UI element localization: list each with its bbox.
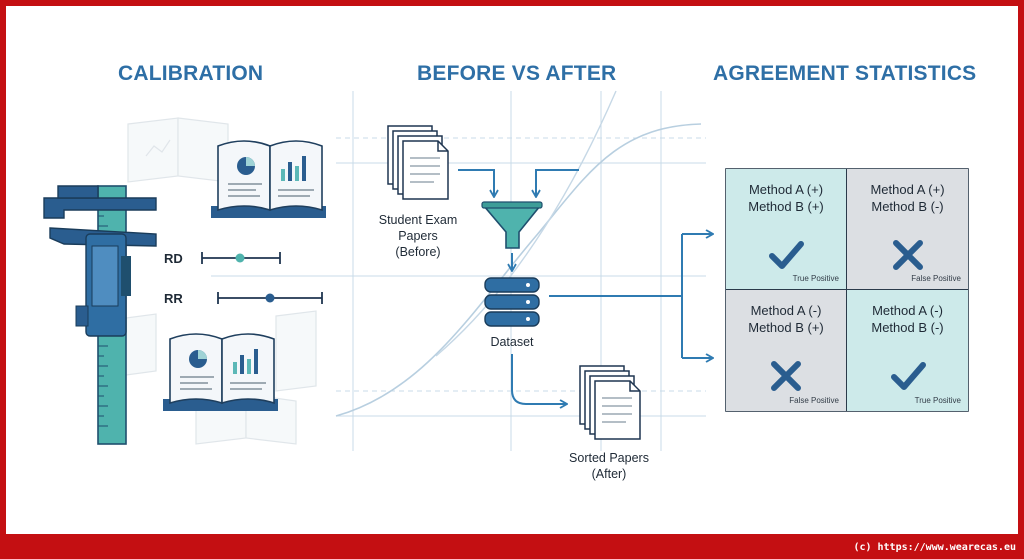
- cell-result: False Positive: [789, 396, 839, 405]
- exam-papers-label-line1: Student Exam: [378, 213, 458, 227]
- exam-papers-label-line2: Papers: [398, 229, 438, 243]
- check-icon: [769, 241, 804, 269]
- method-a-value: Method A (-): [750, 303, 822, 318]
- heading-before-vs-after: BEFORE VS AFTER: [417, 62, 617, 85]
- cell-result: True Positive: [792, 274, 839, 283]
- matrix-cell-true-positive-top: Method A (+) Method B (+) True Positive: [726, 169, 847, 290]
- book-top-icon: [211, 140, 326, 218]
- sorted-papers-label-line1: Sorted Papers: [569, 451, 649, 465]
- background-grid: [211, 91, 706, 451]
- method-a-value: Method A (-): [872, 303, 943, 318]
- rd-interval: [201, 252, 281, 264]
- matrix-cell-true-positive-bottom: Method A (-) Method B (-) True Positive: [847, 290, 968, 411]
- method-b-value: Method B (+): [748, 320, 824, 335]
- sorted-papers-label-line2: (After): [591, 467, 627, 481]
- method-b-value: Method B (+): [748, 199, 824, 214]
- cross-icon: [771, 361, 801, 391]
- cell-result: True Positive: [914, 396, 961, 405]
- method-a-value: Method A (+): [748, 182, 824, 197]
- sigmoid-curve: [335, 123, 702, 417]
- sorted-papers-icon: [579, 365, 641, 440]
- heading-calibration: CALIBRATION: [118, 62, 264, 85]
- funnel-icon: [481, 201, 543, 249]
- steep-curve: [435, 90, 617, 357]
- cell-methods: Method A (-) Method B (+): [726, 302, 846, 336]
- copyright-footer: (c) https://www.wearecas.eu: [853, 542, 1016, 553]
- faded-book-top: [127, 117, 229, 183]
- rd-label: RD: [164, 251, 183, 266]
- flow-arrows: [458, 169, 712, 404]
- check-icon: [890, 362, 926, 390]
- rr-label: RR: [164, 291, 183, 306]
- dataset-label: Dataset: [490, 335, 534, 349]
- artwork: [43, 90, 969, 451]
- book-bottom-icon: [163, 333, 278, 411]
- caliper-icon: [43, 185, 157, 445]
- cross-icon: [892, 240, 923, 270]
- cell-methods: Method A (+) Method B (-): [847, 181, 968, 215]
- method-a-value: Method A (+): [870, 182, 945, 197]
- matrix-cell-false-positive-top: Method A (+) Method B (-) False Positive: [847, 169, 968, 290]
- matrix-cell-false-positive-bottom: Method A (-) Method B (+) False Positive: [726, 290, 847, 411]
- method-b-value: Method B (-): [871, 199, 944, 214]
- infographic-canvas: CALIBRATION BEFORE VS AFTER AGREEMENT ST…: [6, 6, 1018, 534]
- heading-agreement-statistics: AGREEMENT STATISTICS: [713, 62, 977, 85]
- sorted-papers-label: Sorted Papers (After): [559, 450, 659, 482]
- database-icon: [484, 277, 540, 327]
- cell-methods: Method A (-) Method B (-): [847, 302, 968, 336]
- exam-papers-label-line3: (Before): [395, 245, 441, 259]
- exam-papers-label: Student Exam Papers (Before): [372, 212, 464, 260]
- method-b-value: Method B (-): [871, 320, 944, 335]
- cell-methods: Method A (+) Method B (+): [726, 181, 846, 215]
- rr-interval: [217, 292, 323, 304]
- exam-papers-icon: [387, 125, 449, 200]
- cell-result: False Positive: [911, 274, 961, 283]
